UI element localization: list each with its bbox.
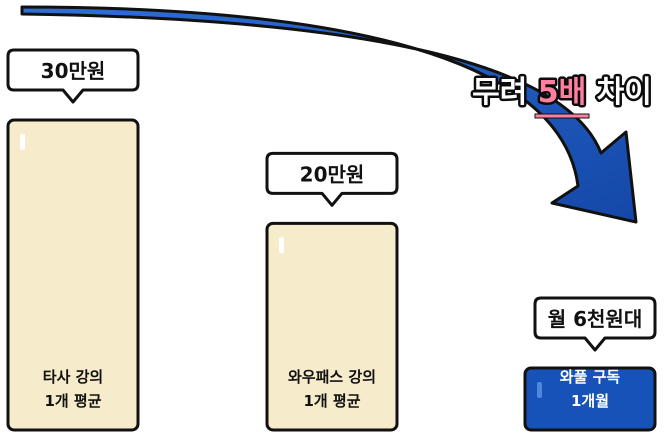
value-label-3: 월 6천원대 bbox=[548, 307, 642, 331]
bar-label-line: 1개 평균 bbox=[303, 392, 360, 410]
bar-3 bbox=[523, 366, 657, 432]
bar-label-line: 1개 평균 bbox=[44, 392, 101, 410]
difference-callout: 무려 5배 차이 bbox=[470, 73, 654, 119]
svg-text:무려 5배 차이: 무려 5배 차이 bbox=[472, 75, 652, 110]
bar-shine-3 bbox=[537, 382, 542, 398]
value-label-2: 20만원 bbox=[300, 162, 365, 186]
bar-shine-2 bbox=[279, 237, 284, 254]
value-label-1: 30만원 bbox=[41, 59, 106, 83]
bar-label-2: 와우패스 강의 1개 평균 bbox=[288, 368, 376, 410]
bar-label-line: 와풀 구독 bbox=[560, 368, 621, 386]
bar-label-3: 와풀 구독 1개월 bbox=[560, 368, 621, 410]
callout-prefix: 무려 bbox=[472, 75, 538, 110]
value-bubble-1 bbox=[6, 48, 140, 104]
trend-arrow bbox=[20, 5, 638, 224]
callout-underline bbox=[534, 113, 590, 119]
bar-label-line: 1개월 bbox=[571, 392, 609, 410]
bar-shine-1 bbox=[20, 134, 25, 150]
callout-highlight: 5배 bbox=[538, 75, 586, 110]
bar-1 bbox=[6, 118, 140, 432]
bar-label-line: 타사 강의 bbox=[43, 368, 103, 386]
value-bubble-2 bbox=[265, 151, 399, 207]
callout-suffix: 차이 bbox=[586, 75, 652, 110]
bar-2 bbox=[265, 221, 399, 432]
value-bubble-3 bbox=[533, 296, 657, 352]
bar-label-line: 와우패스 강의 bbox=[288, 368, 376, 386]
bar-label-1: 타사 강의 1개 평균 bbox=[43, 368, 103, 410]
